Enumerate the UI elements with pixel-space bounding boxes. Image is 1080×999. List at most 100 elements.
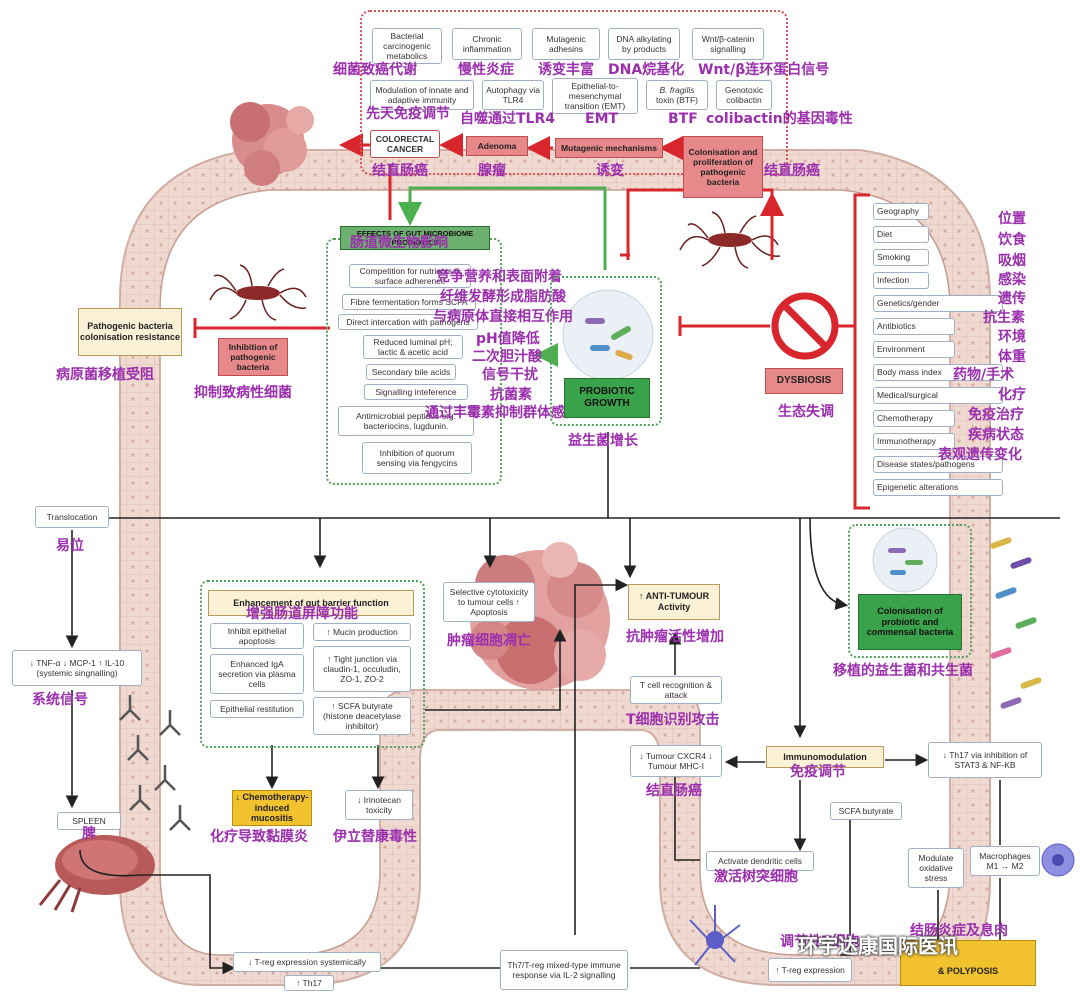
mutagenic-mechanisms-region <box>360 10 788 175</box>
mech-mutagenic-adhesins: Mutagenic adhesins <box>532 28 600 60</box>
mech-bacterial-carcinogenic: Bacterial carcinogenic metabolics <box>372 28 442 64</box>
dysbiosis-factor-item: Environment <box>873 341 955 358</box>
effect-bile: Secondary bile acids <box>366 364 456 380</box>
cn-btf: BTF <box>668 111 698 127</box>
pathogen-bacterium-left <box>209 264 307 321</box>
cn-probiotic-growth: 益生菌增长 <box>568 433 638 449</box>
spleen-box: SPLEEN <box>57 812 121 830</box>
cn-colorectal-cancer: 结直肠癌 <box>372 163 428 179</box>
cn-effect-ph: pH值降低 <box>476 331 540 347</box>
dysbiosis-prohibit-symbol <box>771 292 839 360</box>
cn-colonisation-probiotic: 移植的益生菌和共生菌 <box>833 663 973 679</box>
dysbiosis-factor-item: Body mass index <box>873 364 1003 381</box>
cn-anti-tumour: 抗肿瘤活性增加 <box>626 629 724 645</box>
effect-fibre: Fibre fermentation forms SCFA <box>342 294 476 310</box>
watermark-text: 环宇达康国际医讯 <box>798 934 958 958</box>
dysbiosis-factor-item: Antibiotics <box>873 318 955 335</box>
mech-autophagy: Autophagy via TLR4 <box>482 80 544 110</box>
effect-ph: Reduced luminal pH; lactic & acetic acid <box>363 335 463 359</box>
dysbiosis-factor-cn: 免疫治疗 <box>968 407 1024 423</box>
cn-treg: 调节性T细胞 <box>780 934 860 950</box>
cn-t-cell-recognition: T细胞识别攻击 <box>626 712 720 728</box>
barrier-region <box>200 580 425 748</box>
cn-autophagy: 自噬通过TLR4 <box>460 111 555 127</box>
black-arrows <box>65 432 1060 975</box>
dysbiosis-factor-cn: 位置 <box>998 211 1026 227</box>
t-cell-recognition-box: T cell recognition & attack <box>630 676 722 704</box>
dysbiosis-factor-item: Smoking <box>873 249 929 266</box>
dysbiosis-factor-cn: 环境 <box>998 329 1026 345</box>
dysbiosis-box: DYSBIOSIS <box>765 368 843 394</box>
tumour-cxcr4-box: ↓ Tumour CXCR4 ↓ Tumour MHC-I <box>630 745 722 777</box>
effect-direct: Direct intercation with pathogens <box>338 314 478 330</box>
cn-bacterial-carcinogenic: 细菌致癌代谢 <box>333 62 417 78</box>
cn-systemic-signalling: 系统信号 <box>32 692 88 708</box>
dysbiosis-factor-cn: 吸烟 <box>998 253 1026 269</box>
dysbiosis-factor-item: Immunotherapy <box>873 433 955 450</box>
dysbiosis-factor-cn: 遗传 <box>998 291 1026 307</box>
cn-wnt-catenin: Wnt/β连环蛋白信号 <box>698 62 830 78</box>
cn-effect-competition: 竞争营养和表面附着 <box>436 269 562 285</box>
th17-up-box: ↑ Th17 <box>284 975 334 991</box>
cn-dendritic-cells: 激活树突细胞 <box>714 869 798 885</box>
barrier-mucin: ↑ Mucin production <box>313 623 411 641</box>
cn-immunomodulation: 免疫调节 <box>790 764 846 780</box>
dysbiosis-factor-cn: 抗生素 <box>983 310 1025 326</box>
dysbiosis-factor-item: Genetics/gender <box>873 295 1003 312</box>
effect-signalling: Signalling inteference <box>364 384 468 400</box>
cn-dysbiosis: 生态失调 <box>778 404 834 420</box>
probiotic-petri <box>562 289 654 381</box>
dysbiosis-factor-cn: 疾病状态 <box>968 427 1024 443</box>
immunomodulation-box: Immunomodulation <box>766 746 884 768</box>
cn-effect-signalling: 信号干扰 <box>482 367 538 383</box>
mech-genotoxic: Genotoxic colibactin <box>716 80 772 110</box>
mech-dna-alkylating: DNA alkylating by products <box>608 28 680 60</box>
cn-mutagenic-mechanisms: 诱变 <box>596 163 624 179</box>
oxidative-stress-box: Modulate oxidative stress <box>908 848 964 888</box>
cn-irinotecan: 伊立替康毒性 <box>333 829 417 845</box>
mech-bfragilis-toxin: toxin (BTF) <box>655 95 699 105</box>
cn-dna-alkylating: DNA烷基化 <box>608 62 685 78</box>
colonisation-probiotic-region <box>848 524 972 658</box>
green-arrow <box>398 186 607 270</box>
barrier-tight-junction: ↑ Tight junction via claudin-1, occuludi… <box>313 646 411 692</box>
cn-inhibition-pathogenic: 抑制致病性细菌 <box>194 385 292 401</box>
inhibition-pathogenic-box: Inhibition of pathogenic bacteria <box>218 338 288 376</box>
cn-effect-antimicrobial: 抗菌素 <box>490 387 532 403</box>
cn-selective-cytotoxicity: 肿瘤细胞凋亡 <box>447 633 531 649</box>
dendritic-cell <box>689 905 741 966</box>
barrier-restitution: Epithelial restitution <box>210 700 304 718</box>
translocation-box: Translocation <box>35 506 109 528</box>
dendritic-cells-box: Activate dendritic cells <box>706 851 814 871</box>
probiotic-growth-box: PROBIOTIC GROWTH <box>564 378 650 418</box>
dysbiosis-factor-item: Diet <box>873 226 929 243</box>
cn-genotoxic: colibactin的基因毒性 <box>706 111 853 127</box>
cn-pathogen-resistance: 病原菌移植受阻 <box>56 367 154 383</box>
cn-mucositis: 化疗导致黏膜炎 <box>210 829 308 845</box>
tumour-top-left <box>230 102 314 186</box>
cn-adenoma: 腺瘤 <box>478 163 506 179</box>
treg-systemic-box: ↓ T-reg expression systemically <box>233 952 381 972</box>
dysbiosis-factor-item: Disease states/pathogens <box>873 456 1003 473</box>
colonisation-probiotic-box: Colonisation of probiotic and commensal … <box>858 594 962 650</box>
cn-probiotic-effects-title: 肠道微生物影响 <box>350 235 448 251</box>
dysbiosis-factor-cn: 药物/手术 <box>953 367 1015 383</box>
th7-treg-box: Th7/T-reg mixed-type immune response via… <box>500 950 628 990</box>
cn-emt: EMT <box>585 111 619 127</box>
barrier-scfa-butyrate: ↑ SCFA butyrate (histone deacetylase inh… <box>313 697 411 735</box>
cn-effect-quorum: 通过丰霉素抑制群体感应 <box>425 405 579 421</box>
pathogen-bacterium-top <box>679 211 781 269</box>
cn-colonisation-pathogenic: 结直肠癌 <box>764 163 820 179</box>
mutagenic-mechanisms-box: Mutagenic mechanisms <box>555 138 663 158</box>
antibody-icons <box>119 695 191 831</box>
th17-inhibition-box: ↓ Th17 via inhibition of STAT3 & NF-KB <box>928 742 1042 778</box>
adenoma-box: Adenoma <box>466 136 528 156</box>
mech-wnt-catenin: Wnt/β-catenin signalling <box>692 28 764 60</box>
mech-emt: Epithelial-to-mesenchymal transition (EM… <box>552 78 638 114</box>
cn-barrier-title: 增强肠道屏障功能 <box>246 606 358 622</box>
cn-chronic-inflammation: 慢性炎症 <box>458 62 514 78</box>
cn-polyposis: 结肠炎症及息肉 <box>910 923 1008 939</box>
mucositis-box: ↓ Chemotherapy-induced mucositis <box>232 790 312 826</box>
cn-tumour-cxcr4: 结直肠癌 <box>646 783 702 799</box>
